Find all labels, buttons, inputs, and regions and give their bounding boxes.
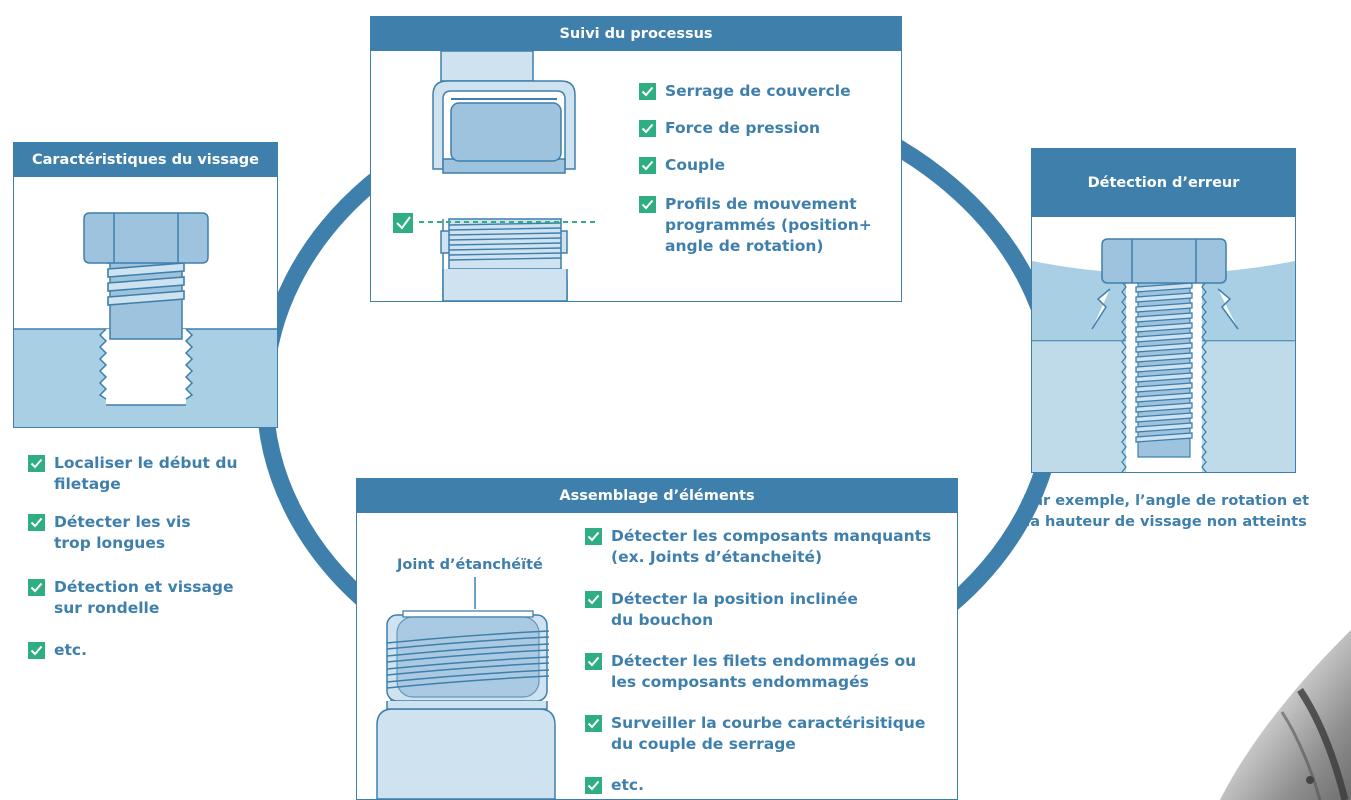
sensor-product-image <box>1220 630 1351 800</box>
check-icon <box>28 642 45 659</box>
process-monitoring-panel: Suivi du processus Serrage de couvercle … <box>370 16 902 302</box>
check-item-label: etc. <box>54 641 87 659</box>
check-item-label: Détection et vissage sur rondelle <box>54 578 234 617</box>
check-icon <box>639 196 656 213</box>
check-icon <box>393 213 413 233</box>
panel-title: Caractéristiques du vissage <box>14 143 277 177</box>
check-item-label: Profils de mouvement programmés (positio… <box>665 195 872 255</box>
screw-characteristics-panel: Caractéristiques du vissage <box>13 142 278 428</box>
panel-title: Assemblage d’éléments <box>357 479 957 513</box>
check-item-label: Détecter les filets endommagés ou les co… <box>611 652 917 691</box>
check-icon <box>28 455 45 472</box>
check-item-label: Force de pression <box>665 119 821 137</box>
check-icon <box>585 591 602 608</box>
check-item-label: Détecter les vis trop longues <box>54 513 191 552</box>
check-item-label: Détecter la position inclinée du bouchon <box>611 590 858 629</box>
faulty-screw-illustration <box>1032 238 1295 472</box>
seal-label: Joint d’étanchéïté <box>397 557 543 573</box>
screw-illustration <box>14 212 277 427</box>
panel-title: Détection d’erreur <box>1032 149 1295 217</box>
check-icon <box>28 514 45 531</box>
lid-tightening-illustration <box>393 51 597 301</box>
check-icon <box>585 777 602 794</box>
check-item-label: Localiser le début du filetage <box>54 454 238 493</box>
check-icon <box>585 528 602 545</box>
error-detection-panel: Détection d’erreur <box>1031 148 1296 473</box>
check-icon <box>639 157 656 174</box>
panel-title: Suivi du processus <box>371 17 901 51</box>
check-icon <box>639 83 656 100</box>
check-item-label: Serrage de couvercle <box>665 82 851 100</box>
check-icon <box>28 579 45 596</box>
check-item-label: Couple <box>665 156 725 174</box>
error-example-note: Par exemple, l’angle de rotation et la h… <box>1023 493 1309 530</box>
check-icon <box>639 120 656 137</box>
check-item-label: etc. <box>611 776 644 794</box>
check-icon <box>585 715 602 732</box>
check-item-label: Surveiller la courbe caractérisitique du… <box>611 714 926 753</box>
cap-seal-illustration <box>376 577 556 799</box>
component-assembly-panel: Assemblage d’éléments Joint d’étanchéïté… <box>356 478 958 800</box>
check-item-label: Détecter les composants manquants (ex. J… <box>611 527 932 566</box>
check-icon <box>585 653 602 670</box>
